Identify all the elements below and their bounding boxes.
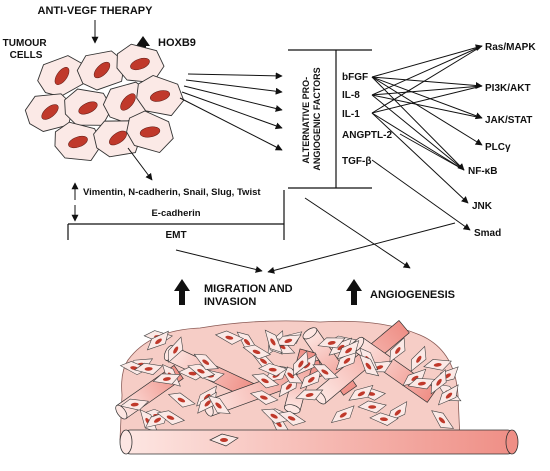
tissue-cell	[187, 363, 216, 379]
tissue-cell	[260, 408, 289, 424]
tissue-cell	[336, 340, 360, 360]
tissue-cell	[168, 336, 184, 363]
factor-pathway-arrows	[371, 44, 483, 231]
tumour-cell	[116, 43, 165, 84]
tissue-cell	[258, 363, 288, 377]
tissue-cell	[359, 354, 380, 377]
tissue-cell	[357, 400, 387, 414]
tissue-cell	[264, 329, 283, 353]
factors-label-line-2: ANGIOGENIC FACTORS	[312, 67, 322, 170]
tissue-cell	[274, 334, 302, 346]
tissue-cell	[152, 373, 181, 385]
tissue-cell	[146, 330, 169, 351]
tumour-cell-cluster	[24, 43, 185, 162]
tumour-label-line-1: TUMOUR	[3, 38, 48, 49]
tumour-cell	[24, 93, 74, 132]
tumour-cell	[54, 121, 103, 162]
factor-il8: IL-8	[342, 90, 360, 101]
tissue-cell	[133, 362, 164, 375]
tissue-cell	[242, 344, 272, 360]
factor-bfgf: bFGF	[342, 72, 368, 83]
pathway-smad: Smad	[474, 228, 501, 239]
anti-vegf-therapy-label: ANTI-VEGF THERAPY	[38, 5, 154, 17]
factors-label-line-1: ALTERNATIVE PRO-	[301, 77, 311, 164]
tissue-cell	[312, 364, 339, 380]
tissue-cell	[389, 337, 406, 363]
tissue-cell	[348, 385, 374, 401]
tissue-cell	[410, 345, 427, 372]
migration-up-arrow	[174, 279, 190, 305]
tumour-cell	[76, 50, 126, 91]
factors-box: ALTERNATIVE PRO- ANGIOGENIC FACTORS bFGF…	[288, 49, 392, 189]
factor-il1: IL-1	[342, 109, 360, 120]
pathway-ras-mapk: Ras/MAPK	[485, 42, 536, 53]
tumour-cell	[136, 75, 185, 117]
migration-label-line-2: INVASION	[204, 296, 256, 308]
emt-up-markers: Vimentin, N-cadherin, Snail, Slug, Twist	[83, 187, 261, 198]
tissue-cell	[207, 395, 231, 414]
tissue-cells	[119, 329, 462, 434]
tissue-cell	[423, 359, 452, 371]
tissue-cell	[438, 384, 459, 406]
tissue-cell	[335, 349, 357, 371]
pathway-nfkb: NF-κB	[468, 166, 497, 177]
pathway-jak-stat: JAK/STAT	[485, 115, 532, 126]
tissue-cell	[214, 330, 245, 345]
tumour-cells-label: TUMOUR CELLS	[3, 38, 50, 61]
migration-invasion-label: MIGRATION AND INVASION	[204, 283, 296, 308]
tumour-label-line-2: CELLS	[10, 50, 43, 61]
cells-to-emt-arrow	[127, 147, 153, 181]
cells-to-factors-arrows	[179, 72, 283, 151]
tumour-cell	[64, 88, 113, 126]
tissue-cell	[369, 412, 399, 426]
tissue-cell	[293, 350, 309, 377]
factor-angptl2: ANGPTL-2	[342, 130, 392, 141]
tissue-cell	[249, 390, 279, 405]
outcome-arrows	[175, 197, 456, 274]
tissue-cell	[277, 411, 307, 426]
tumour-cell	[126, 110, 174, 154]
tissue-cell	[430, 368, 447, 395]
pathway-labels: Ras/MAPK PI3K/AKT JAK/STAT PLCγ NF-κB JN…	[468, 42, 536, 239]
tissue-cell	[317, 337, 346, 349]
emt-section: Vimentin, N-cadherin, Snail, Slug, Twist…	[67, 182, 285, 241]
bottom-vessel	[119, 429, 519, 455]
tissue-illustration	[115, 320, 519, 455]
factors-vertical-label: ALTERNATIVE PRO- ANGIOGENIC FACTORS	[301, 67, 322, 170]
pathway-jnk: JNK	[472, 201, 493, 212]
tissue-cell	[295, 389, 324, 401]
tissue-cell	[167, 392, 196, 408]
tissue-cell	[156, 410, 186, 426]
pathway-pi3k-akt: PI3K/AKT	[485, 83, 531, 94]
tissue-cell	[251, 373, 280, 389]
tissue-cell	[330, 405, 355, 423]
factor-tgfb: TGF-β	[342, 156, 371, 167]
hoxb9-label: HOXB9	[158, 37, 196, 49]
emt-down-marker: E-cadherin	[151, 208, 200, 219]
angiogenesis-up-arrow	[346, 279, 362, 305]
migration-label-line-1: MIGRATION AND	[204, 283, 293, 295]
emt-label: EMT	[165, 230, 186, 241]
tissue-cell	[193, 353, 219, 370]
angiogenesis-label: ANGIOGENESIS	[370, 289, 455, 301]
pathway-plcg: PLCγ	[485, 142, 511, 153]
tissue-cell	[431, 410, 455, 429]
tissue-cell	[120, 398, 150, 411]
